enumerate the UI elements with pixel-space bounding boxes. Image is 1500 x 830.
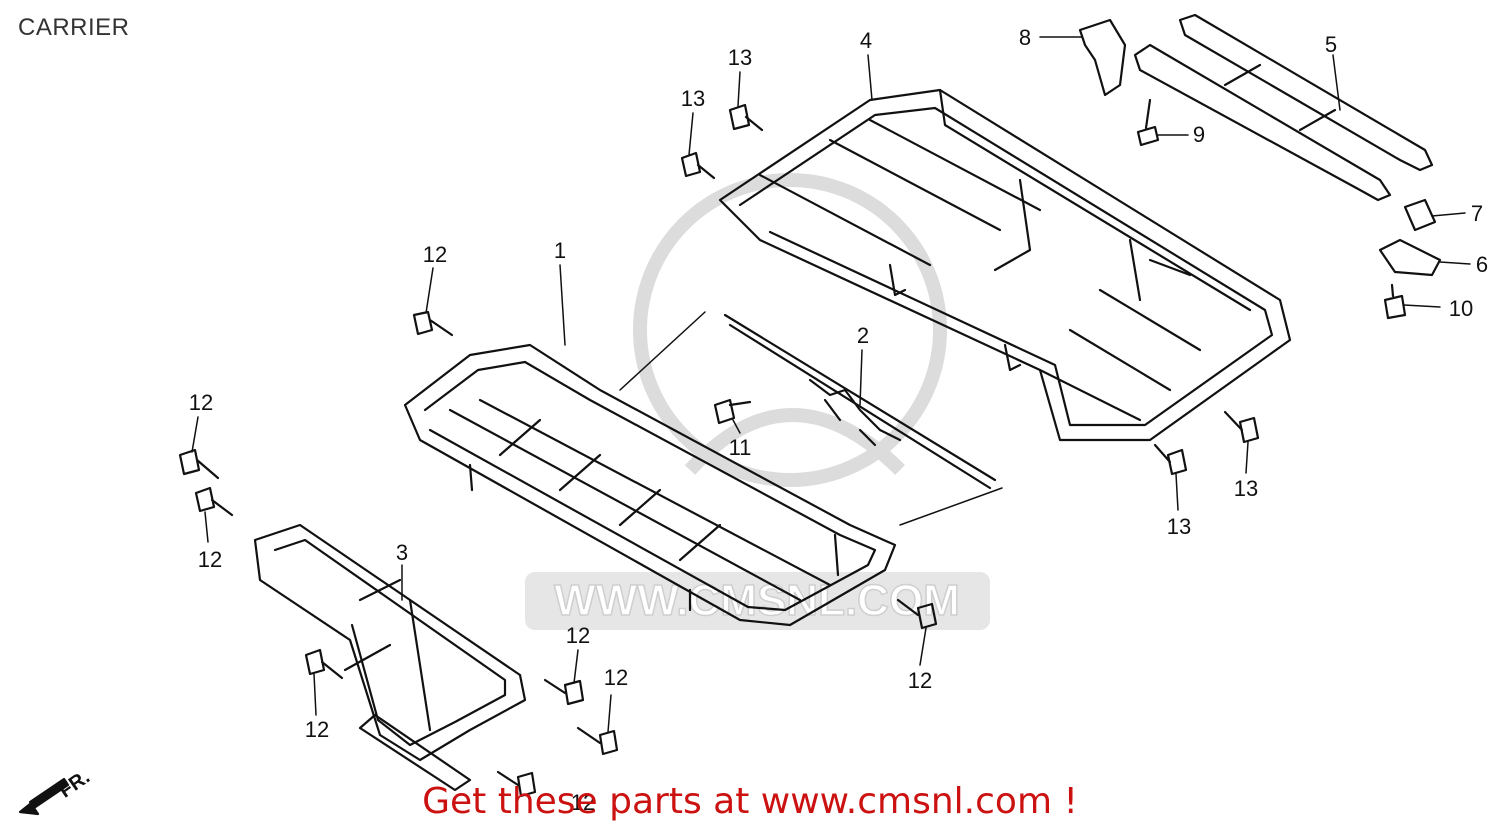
- callout-part-12[interactable]: 12: [908, 668, 932, 693]
- callout-labels: 1 2 3 4 5 6 7 8 9 10 11 12 12 12 12 12 1…: [189, 25, 1488, 815]
- callout-part-10[interactable]: 10: [1449, 296, 1473, 321]
- callout-part-7[interactable]: 7: [1471, 201, 1483, 226]
- callout-part-3[interactable]: 3: [396, 540, 408, 565]
- watermark-logo-arc: [684, 408, 905, 475]
- brace-part-5[interactable]: [1133, 13, 1434, 202]
- callout-part-4[interactable]: 4: [860, 28, 872, 53]
- callout-part-6[interactable]: 6: [1476, 252, 1488, 277]
- callout-part-13[interactable]: 13: [681, 86, 705, 111]
- callout-part-12[interactable]: 12: [189, 390, 213, 415]
- rod-part-2[interactable]: [723, 313, 997, 490]
- callout-part-2[interactable]: 2: [857, 323, 869, 348]
- watermark: [633, 173, 947, 487]
- callout-part-11[interactable]: 11: [729, 435, 752, 460]
- watermark-banner: [525, 572, 990, 630]
- callout-part-9[interactable]: 9: [1193, 122, 1205, 147]
- watermark-text: WWW.CMSNL.COM: [554, 576, 960, 625]
- bolt-part-9[interactable]: [1136, 98, 1160, 147]
- bracket-part-8[interactable]: [1078, 18, 1127, 97]
- callout-part-13[interactable]: 13: [1167, 514, 1191, 539]
- bolts-part-13[interactable]: [680, 103, 1260, 476]
- promo-link[interactable]: Get these parts at www.cmsnl.com !: [422, 781, 1078, 822]
- bolt-part-10[interactable]: [1383, 283, 1407, 320]
- callout-part-13[interactable]: 13: [1234, 476, 1258, 501]
- callout-part-12[interactable]: 12: [423, 242, 447, 267]
- front-direction-arrow-icon: [18, 777, 70, 816]
- collar-part-7[interactable]: [1403, 198, 1437, 232]
- callout-part-1[interactable]: 1: [554, 238, 566, 263]
- callout-part-13[interactable]: 13: [728, 45, 752, 70]
- callout-part-12[interactable]: 12: [305, 717, 329, 742]
- plate-part-6[interactable]: [1378, 238, 1442, 277]
- front-carrier-part-1[interactable]: [403, 343, 897, 627]
- leader-lines: [191, 36, 1471, 733]
- callout-part-5[interactable]: 5: [1325, 32, 1337, 57]
- bolt-part-11[interactable]: [713, 398, 752, 425]
- callout-part-12[interactable]: 12: [566, 623, 590, 648]
- front-guard-part-3[interactable]: [253, 523, 527, 792]
- bolts-part-12[interactable]: [178, 310, 938, 798]
- callout-part-12[interactable]: 12: [198, 547, 222, 572]
- callout-part-8[interactable]: 8: [1019, 25, 1031, 50]
- diagram-title: CARRIER: [18, 14, 130, 41]
- rear-carrier-part-4[interactable]: [718, 88, 1292, 442]
- watermark-logo-circle: [633, 173, 947, 487]
- callout-part-12[interactable]: 12: [604, 665, 628, 690]
- callout-part-12[interactable]: 12: [571, 790, 595, 815]
